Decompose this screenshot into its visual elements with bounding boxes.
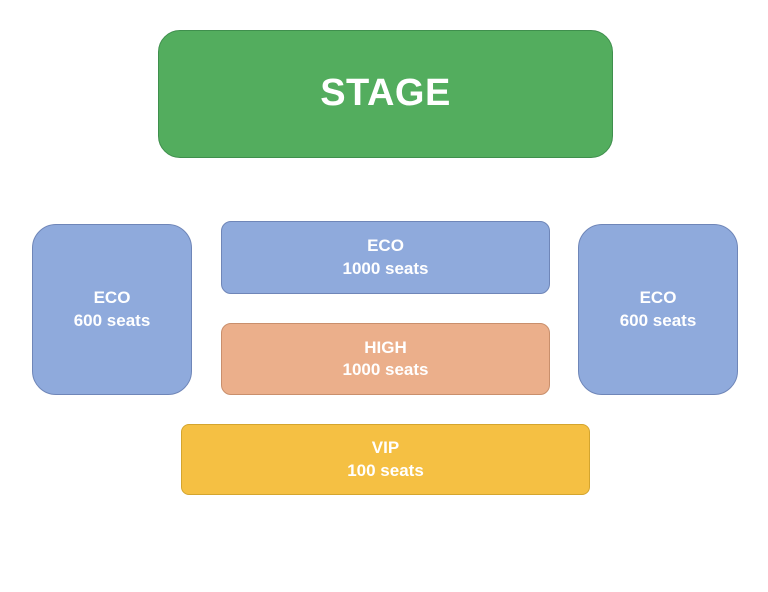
vip-section[interactable]: VIP 100 seats xyxy=(181,424,590,495)
eco-left-seats: 600 seats xyxy=(73,310,151,330)
stage-label: STAGE xyxy=(320,72,451,115)
eco-left-label: ECO xyxy=(93,288,131,308)
high-label: HIGH xyxy=(364,337,407,357)
eco-center-section[interactable]: ECO 1000 seats xyxy=(221,221,550,294)
eco-center-label: ECO xyxy=(367,236,404,256)
eco-center-seats: 1000 seats xyxy=(342,258,429,278)
vip-label: VIP xyxy=(371,438,400,458)
stage-block: STAGE xyxy=(158,30,613,158)
eco-right-seats: 600 seats xyxy=(619,310,697,330)
vip-seats: 100 seats xyxy=(347,460,424,480)
eco-left-section[interactable]: ECO 600 seats xyxy=(32,224,192,395)
high-section[interactable]: HIGH 1000 seats xyxy=(221,323,550,395)
high-seats: 1000 seats xyxy=(342,360,429,379)
eco-right-section[interactable]: ECO 600 seats xyxy=(578,224,738,395)
eco-right-label: ECO xyxy=(639,288,677,308)
